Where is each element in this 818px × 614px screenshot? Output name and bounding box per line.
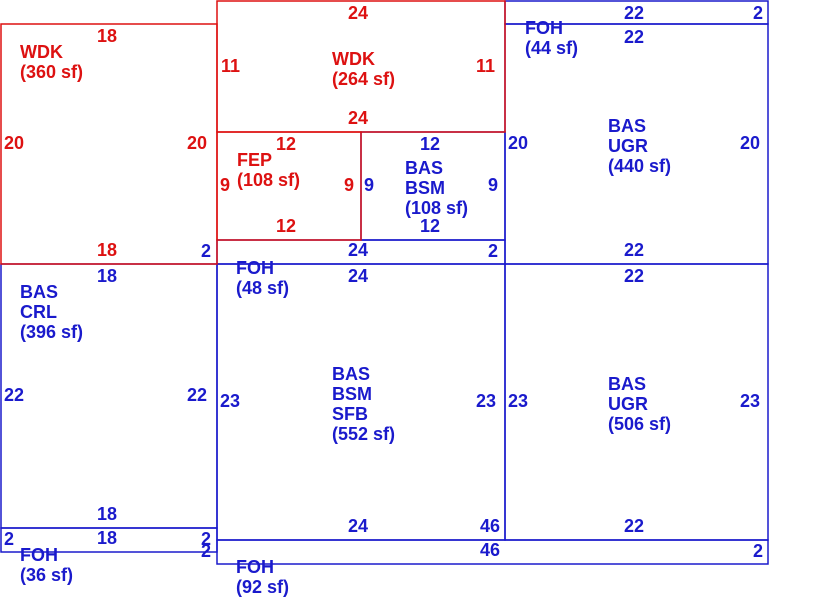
area-label-line: (108 sf) [237, 170, 300, 190]
dim-ugr440-bottom: 22 [624, 240, 644, 260]
area-label-foh-44: FOH(44 sf) [525, 18, 578, 58]
area-label-line: FOH [20, 545, 58, 565]
area-label-line: (506 sf) [608, 414, 671, 434]
dim-wdk264-top: 24 [348, 3, 368, 23]
dim-wdk264-bottom: 24 [348, 108, 368, 128]
dim-sfb-right: 23 [476, 391, 496, 411]
outline-fep-108 [216, 131, 362, 241]
dim-sfb-bottom-right: 46 [480, 516, 500, 536]
area-label-line: (360 sf) [20, 62, 83, 82]
dim-foh36-left: 2 [4, 529, 14, 549]
area-label-line: (396 sf) [20, 322, 83, 342]
area-label-line: FOH [236, 557, 274, 577]
area-label-foh-36: FOH(36 sf) [20, 545, 73, 585]
area-label-line: (264 sf) [332, 69, 395, 89]
dim-foh48-top: 24 [348, 240, 368, 260]
dim-ugr506-top: 22 [624, 266, 644, 286]
area-label-foh-48: FOH(48 sf) [236, 258, 289, 298]
area-label-line: WDK [20, 42, 63, 62]
area-label-line: FEP [237, 150, 272, 170]
dim-bsm108-top: 12 [420, 134, 440, 154]
dim-foh44-right: 2 [753, 3, 763, 23]
area-label-line: (36 sf) [20, 565, 73, 585]
area-label-wdk-264: WDK(264 sf) [332, 49, 395, 89]
area-label-line: BSM [332, 384, 372, 404]
area-label-line: UGR [608, 394, 648, 414]
dim-foh92-top: 46 [480, 540, 500, 560]
area-label-line: (108 sf) [405, 198, 468, 218]
area-label-line: (44 sf) [525, 38, 578, 58]
dim-wdk360-bottom: 18 [97, 240, 117, 260]
dim-crl-right: 22 [187, 385, 207, 405]
dim-ugr440-right: 20 [740, 133, 760, 153]
dim-sfb-left: 23 [220, 391, 240, 411]
area-label-line: (440 sf) [608, 156, 671, 176]
area-label-line: UGR [608, 136, 648, 156]
dim-foh44-top: 22 [624, 3, 644, 23]
dim-fep-bottom: 12 [276, 216, 296, 236]
dim-ugr440-left: 20 [508, 133, 528, 153]
dim-fep-left: 9 [220, 175, 230, 195]
dim-fep-top: 12 [276, 134, 296, 154]
area-label-line: WDK [332, 49, 375, 69]
area-label-line: BAS [608, 374, 646, 394]
dim-foh48-bottom: 24 [348, 266, 368, 286]
dim-foh36-right: 2 [201, 529, 211, 549]
dim-fep-right: 9 [344, 175, 354, 195]
area-label-line: BAS [20, 282, 58, 302]
dim-wdk264-left: 11 [221, 56, 240, 76]
dim-wdk264-right: 11 [476, 56, 495, 76]
dim-sfb-bottom: 24 [348, 516, 368, 536]
area-label-line: SFB [332, 404, 368, 424]
dim-crl-left: 22 [4, 385, 24, 405]
area-label-line: (48 sf) [236, 278, 289, 298]
dim-wdk360-right: 20 [187, 133, 207, 153]
area-label-line: FOH [236, 258, 274, 278]
area-label-line: BAS [405, 158, 443, 178]
dim-foh48-right: 2 [488, 241, 498, 261]
area-label-line: (92 sf) [236, 577, 289, 597]
dim-foh92-right: 2 [753, 541, 763, 561]
dim-wdk360-left: 20 [4, 133, 24, 153]
dim-ugr506-left: 23 [508, 391, 528, 411]
dim-crl-top: 18 [97, 266, 117, 286]
area-label-line: FOH [525, 18, 563, 38]
dim-bsm108-left: 9 [364, 175, 374, 195]
outline-foh-36 [0, 527, 218, 553]
dim-bsm108-right: 9 [488, 175, 498, 195]
dim-wdk360-top: 18 [97, 26, 117, 46]
room-outlines [0, 0, 769, 565]
dim-ugr440-top: 22 [624, 27, 644, 47]
dimension-labels: 18 20 20 18 24 11 11 24 12 9 9 12 12 9 9… [4, 3, 763, 561]
area-label-fep-108: FEP(108 sf) [237, 150, 300, 190]
dim-ugr506-right: 23 [740, 391, 760, 411]
area-label-line: BAS [332, 364, 370, 384]
dim-foh36-right2: 2 [201, 541, 211, 561]
area-label-wdk-360: WDK(360 sf) [20, 42, 83, 82]
dim-foh36-top: 18 [97, 528, 117, 548]
area-label-line: CRL [20, 302, 57, 322]
area-label-line: BAS [608, 116, 646, 136]
dim-wdkfoh-corner: 2 [201, 241, 211, 261]
dim-ugr506-bottom: 22 [624, 516, 644, 536]
dim-crl-bottom: 18 [97, 504, 117, 524]
area-label-line: (552 sf) [332, 424, 395, 444]
area-label-line: BSM [405, 178, 445, 198]
area-label-foh-92: FOH(92 sf) [236, 557, 289, 597]
dim-bsm108-bottom: 12 [420, 216, 440, 236]
